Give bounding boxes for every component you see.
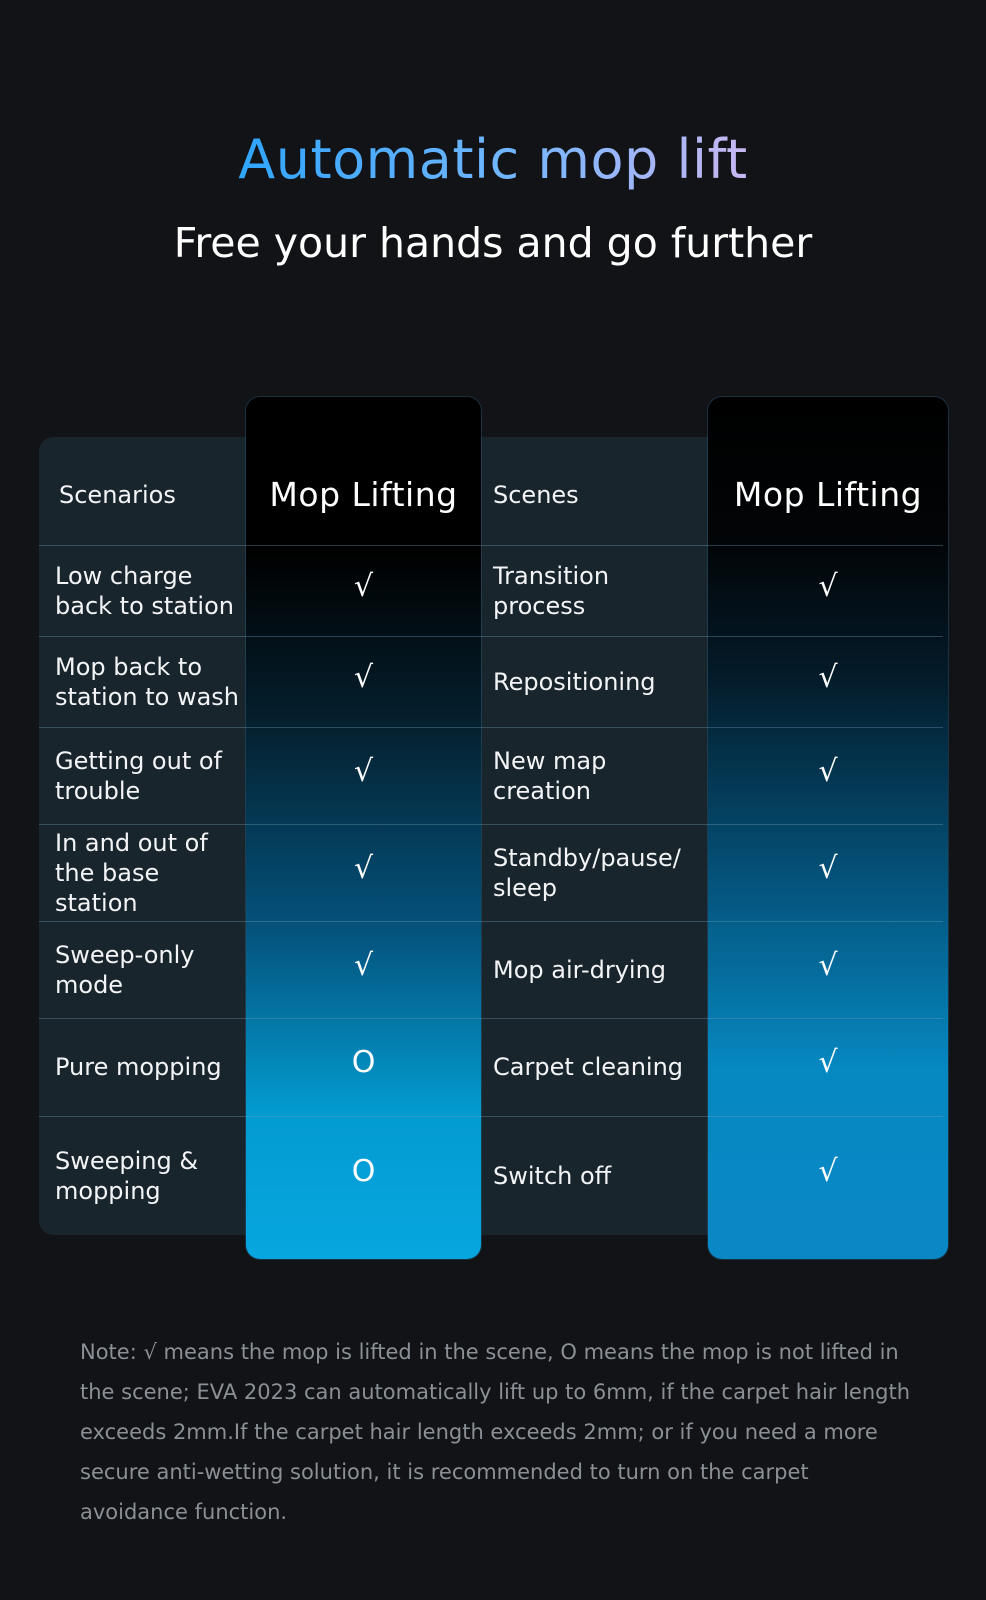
scenario-label: Sweep-only mode (55, 940, 195, 999)
left-mop-lifting-mark: O (351, 1154, 376, 1189)
scenario-label: Pure mopping (55, 1053, 222, 1081)
right-mop-lifting-mark: √ (818, 660, 838, 695)
left-mop-lifting-mark: √ (353, 660, 374, 695)
right-scenario-panel (478, 437, 714, 1235)
right-mop-lifting-mark: √ (818, 1154, 838, 1189)
scene-label: New map creation (493, 746, 607, 805)
left-mop-lifting-mark: √ (353, 851, 374, 886)
left-mop-lifting-header: Mop Lifting (269, 475, 458, 514)
scene-label: Standby/pause/ sleep (493, 843, 681, 902)
scenes-header: Scenes (493, 481, 579, 509)
left-mop-lifting-mark: √ (353, 948, 374, 983)
row-divider (39, 1018, 943, 1019)
left-mop-lifting-column (246, 397, 481, 1259)
row-divider (39, 545, 943, 546)
row-divider (39, 921, 943, 922)
scenario-label: Mop back to station to wash (55, 652, 239, 711)
scene-label: Carpet cleaning (493, 1053, 684, 1081)
row-divider (39, 636, 943, 637)
left-mop-lifting-mark: O (351, 1045, 376, 1080)
row-divider (39, 824, 943, 825)
scenario-label: Getting out of trouble (55, 746, 222, 805)
scenario-label: In and out of the base station (55, 828, 208, 917)
scenario-label: Sweeping & mopping (55, 1146, 199, 1205)
right-mop-lifting-mark: √ (818, 569, 838, 604)
scene-label: Switch off (493, 1161, 612, 1190)
scenario-label: Low charge back to station (55, 561, 234, 620)
row-divider (39, 1116, 943, 1117)
right-mop-lifting-mark: √ (818, 851, 838, 886)
page-title-text: Automatic mop lift (238, 128, 748, 191)
page-title: Automatic mop lift (0, 128, 986, 192)
left-mop-lifting-mark: √ (353, 754, 374, 789)
right-mop-lifting-mark: √ (818, 948, 838, 983)
right-mop-lifting-mark: √ (818, 754, 838, 789)
left-scenario-panel (39, 437, 249, 1235)
left-mop-lifting-mark: √ (353, 569, 374, 604)
right-mop-lifting-column (708, 397, 948, 1259)
right-mop-lifting-mark: √ (818, 1045, 838, 1080)
footnote: Note: √ means the mop is lifted in the s… (80, 1340, 911, 1524)
row-divider (39, 727, 943, 728)
scenarios-header: Scenarios (59, 481, 176, 509)
scene-label: Mop air-drying (493, 955, 667, 984)
page-subtitle: Free your hands and go further (173, 219, 813, 267)
scene-label: Repositioning (493, 667, 656, 696)
scene-label: Transition process (493, 561, 610, 620)
right-mop-lifting-header: Mop Lifting (733, 475, 923, 514)
